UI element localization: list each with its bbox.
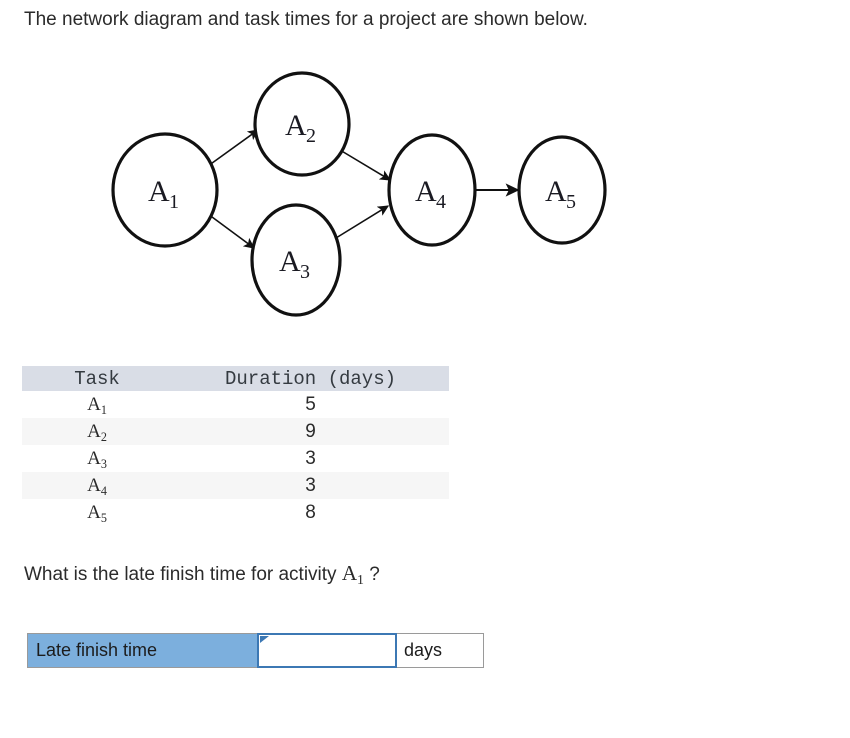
- node-a2-sublabel: 2: [306, 125, 316, 147]
- table-row: A4 3: [22, 472, 449, 499]
- node-a4-label: A: [415, 175, 437, 208]
- cell-duration: 3: [172, 445, 449, 472]
- node-a4-sublabel: 4: [436, 191, 446, 213]
- node-a2: A 2: [253, 71, 351, 177]
- answer-row: Late finish time days: [27, 633, 484, 668]
- node-a5-label: A: [545, 175, 567, 208]
- table-row: A5 8: [22, 499, 449, 526]
- table-row: A2 9: [22, 418, 449, 445]
- node-a5-sublabel: 5: [566, 191, 576, 213]
- cell-task: A1: [22, 391, 172, 418]
- answer-units-label: days: [397, 633, 484, 668]
- cell-duration: 8: [172, 499, 449, 526]
- network-diagram: A 1 A 2 A 3 A 4 A 5: [90, 58, 630, 330]
- cell-task: A3: [22, 445, 172, 472]
- intro-text: The network diagram and task times for a…: [24, 9, 588, 30]
- node-a1: A 1: [111, 132, 219, 248]
- diagram-edges: [207, 129, 520, 249]
- late-finish-time-input[interactable]: [257, 633, 397, 668]
- table-row: A1 5: [22, 391, 449, 418]
- question-activity: A1: [341, 561, 364, 587]
- column-header-task: Task: [22, 366, 172, 391]
- column-header-duration: Duration (days): [172, 366, 449, 391]
- cell-task: A2: [22, 418, 172, 445]
- node-a4: A 4: [387, 133, 477, 247]
- table-header-row: Task Duration (days): [22, 366, 449, 391]
- node-a5: A 5: [517, 135, 607, 245]
- node-a3: A 3: [250, 203, 342, 317]
- edge-a1-a2: [207, 129, 260, 167]
- edge-a1-a3: [207, 213, 256, 249]
- question-text: What is the late finish time for activit…: [24, 561, 380, 587]
- node-a1-label: A: [148, 175, 170, 208]
- cell-duration: 9: [172, 418, 449, 445]
- table-row: A3 3: [22, 445, 449, 472]
- edge-a2-a4: [339, 149, 392, 181]
- diagram-nodes: A 1 A 2 A 3 A 4 A 5: [111, 71, 607, 317]
- cell-task: A4: [22, 472, 172, 499]
- answer-label: Late finish time: [27, 633, 257, 668]
- node-a3-sublabel: 3: [300, 261, 310, 283]
- answer-input-container: [257, 633, 397, 668]
- node-a3-label: A: [279, 245, 301, 278]
- edge-a3-a4: [335, 205, 390, 239]
- task-duration-table: Task Duration (days) A1 5 A2 9 A3 3 A4 3…: [22, 366, 449, 526]
- question-suffix: ?: [369, 564, 380, 585]
- cell-task: A5: [22, 499, 172, 526]
- node-a1-sublabel: 1: [169, 191, 179, 213]
- cell-duration: 3: [172, 472, 449, 499]
- node-a2-label: A: [285, 109, 307, 142]
- question-prefix: What is the late finish time for activit…: [24, 564, 337, 585]
- cell-duration: 5: [172, 391, 449, 418]
